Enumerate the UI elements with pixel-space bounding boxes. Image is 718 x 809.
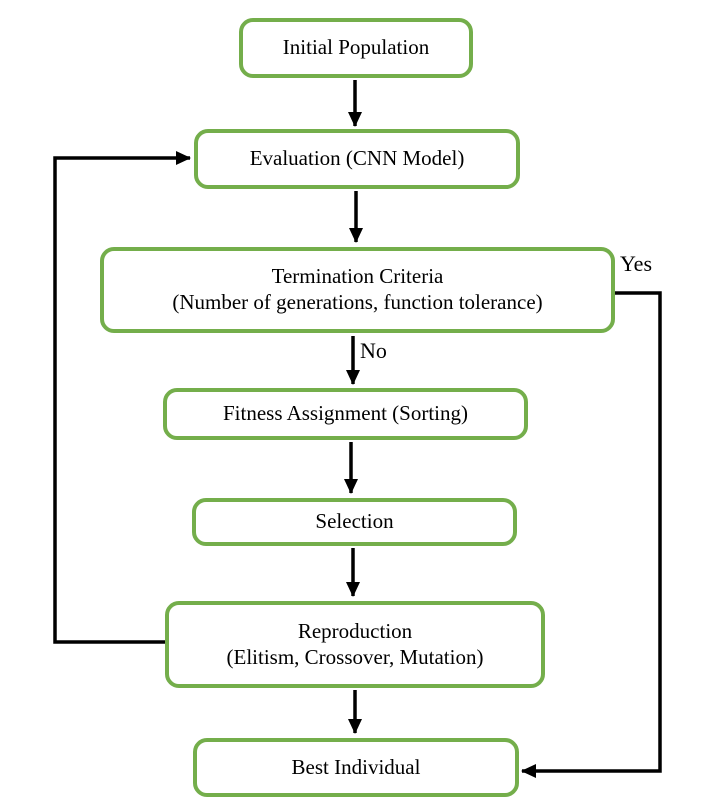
node-reproduction-label: Reproduction xyxy=(297,618,413,643)
node-termination-criteria: Termination Criteria (Number of generati… xyxy=(100,247,615,333)
node-termination-criteria-label: Termination Criteria xyxy=(271,264,444,289)
node-initial-population: Initial Population xyxy=(239,18,473,78)
node-reproduction-sublabel: (Elitism, Crossover, Mutation) xyxy=(226,644,484,669)
edge-label-yes: Yes xyxy=(620,251,653,276)
node-selection-label: Selection xyxy=(315,509,394,534)
node-evaluation-label: Evaluation (CNN Model) xyxy=(249,146,465,171)
node-selection: Selection xyxy=(192,498,517,546)
node-best-individual-label: Best Individual xyxy=(291,754,421,779)
node-termination-criteria-sublabel: (Number of generations, function toleran… xyxy=(172,290,543,314)
arrow-yes-termination-to-best-icon xyxy=(521,291,662,778)
arrow-loop-reproduction-to-evaluation-icon xyxy=(53,151,191,644)
node-reproduction: Reproduction (Elitism, Crossover, Mutati… xyxy=(165,601,545,688)
node-fitness-assignment: Fitness Assignment (Sorting) xyxy=(163,388,528,440)
node-best-individual: Best Individual xyxy=(193,738,519,797)
node-fitness-assignment-label: Fitness Assignment (Sorting) xyxy=(222,401,469,426)
node-initial-population-label: Initial Population xyxy=(282,35,430,60)
edge-label-no: No xyxy=(360,338,387,363)
node-evaluation: Evaluation (CNN Model) xyxy=(194,129,520,189)
